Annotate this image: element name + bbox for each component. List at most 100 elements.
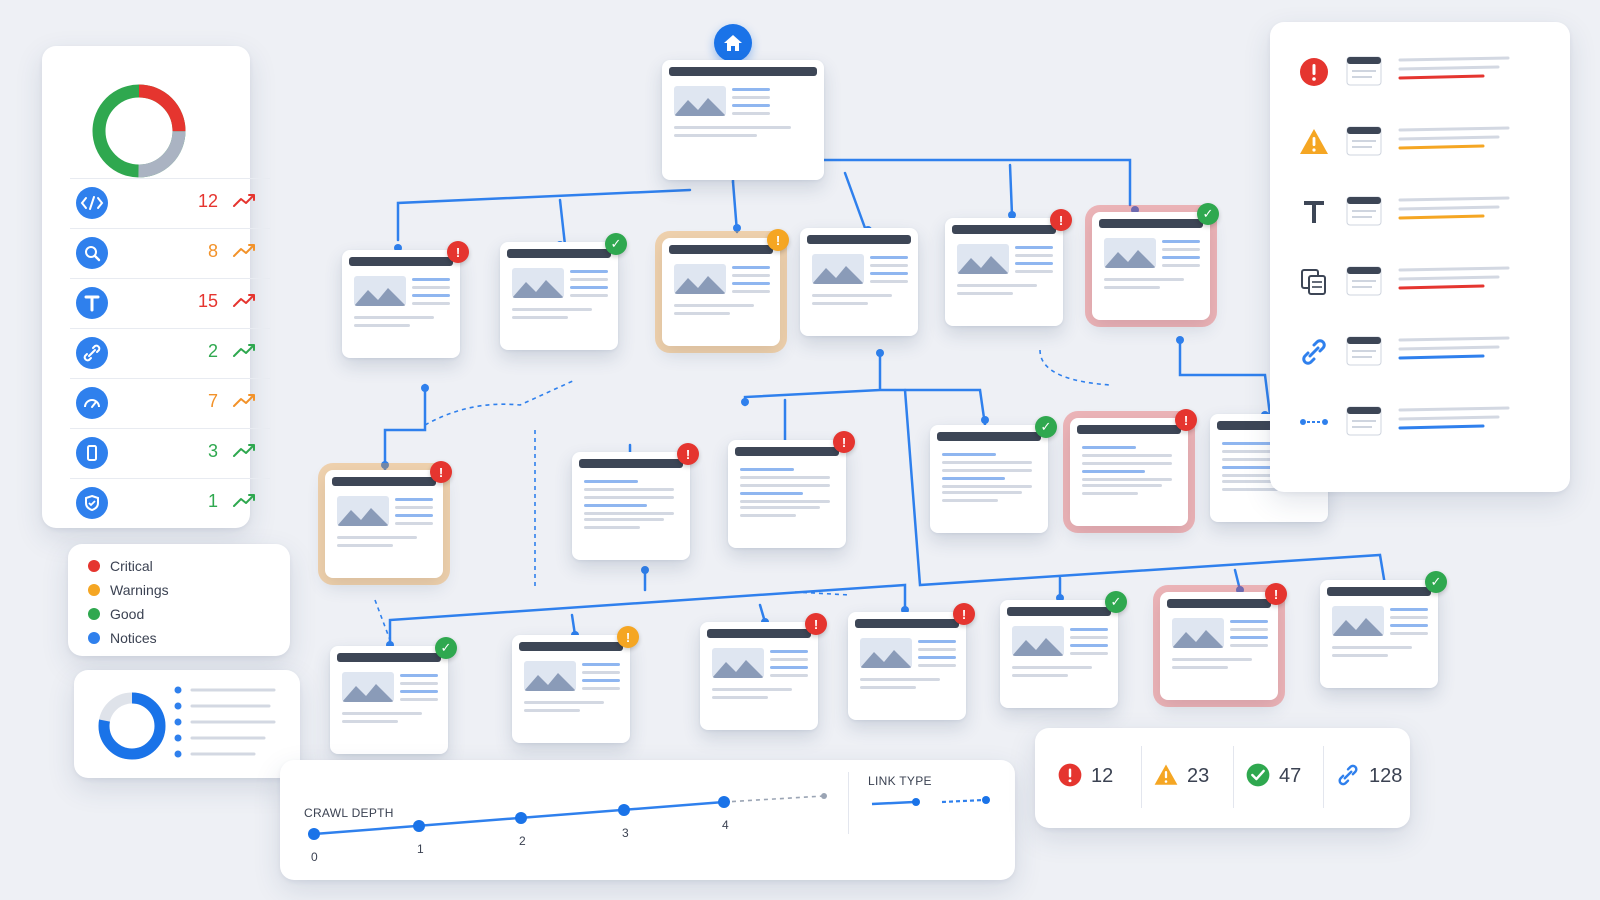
page-footer-lines: [512, 308, 606, 324]
page-browser-bar: [519, 642, 623, 651]
page-node[interactable]: [662, 60, 824, 180]
page-node[interactable]: [800, 228, 918, 336]
page-browser-bar: [507, 249, 611, 258]
summary-value: 128: [1369, 765, 1403, 787]
page-node[interactable]: ✓: [500, 233, 627, 350]
link-icon: [1338, 764, 1358, 786]
issue-row[interactable]: [1298, 260, 1558, 310]
check-icon: ✓: [605, 233, 627, 255]
page-node[interactable]: !: [325, 461, 452, 578]
page-node[interactable]: !: [945, 209, 1072, 326]
page-text-lines: [770, 650, 808, 682]
page-text-lines: [942, 453, 1032, 493]
issue-row[interactable]: [1298, 400, 1558, 450]
page-node[interactable]: !: [728, 431, 855, 548]
trend-up-icon: [233, 394, 255, 407]
page-thumbnail-icon: [1346, 336, 1382, 366]
page-text-lines: [732, 266, 770, 298]
depth-stop-4[interactable]: [718, 796, 730, 808]
page-browser-bar: [807, 235, 911, 244]
summary-item[interactable]: 12: [1057, 762, 1113, 788]
page-text-lines: [400, 674, 438, 706]
page-footer-lines: [342, 712, 436, 728]
link-type-solid: [871, 800, 915, 806]
summary-item[interactable]: 47: [1245, 762, 1301, 788]
page-node[interactable]: ✓: [930, 416, 1057, 533]
issue-row[interactable]: [1298, 330, 1558, 380]
page-browser-bar: [855, 619, 959, 628]
metric-row[interactable]: 8: [70, 228, 270, 273]
page-text-lines: [570, 270, 608, 302]
page-footer-lines: [584, 518, 678, 534]
home-node[interactable]: [714, 24, 752, 62]
page-node[interactable]: !: [848, 603, 975, 720]
error-icon: !: [430, 461, 452, 483]
page-node[interactable]: !: [1070, 409, 1197, 526]
depth-label-2: 2: [519, 834, 526, 848]
page-node[interactable]: ✓: [330, 637, 457, 754]
image-placeholder-icon: [1332, 606, 1384, 636]
metric-row[interactable]: 3: [70, 428, 270, 473]
error-icon: !: [805, 613, 827, 635]
page-node[interactable]: !: [512, 626, 639, 743]
metric-value: 3: [207, 441, 218, 461]
error-icon: !: [953, 603, 975, 625]
page-node[interactable]: ✓: [1092, 203, 1219, 320]
image-placeholder-icon: [674, 86, 726, 116]
metric-row[interactable]: 2: [70, 328, 270, 373]
depth-label-4: 4: [722, 818, 729, 832]
page-footer-lines: [524, 701, 618, 717]
metrics-panel: 12 8 15 2 7 3 1: [42, 46, 270, 528]
trend-up-icon: [233, 494, 255, 507]
issue-detail-lines: [1398, 126, 1510, 150]
page-text-lines: [1222, 442, 1312, 482]
link-type-title: LINK TYPE: [868, 774, 932, 788]
issue-row[interactable]: [1298, 50, 1558, 100]
metric-row[interactable]: 15: [70, 278, 270, 323]
page-browser-bar: [669, 245, 773, 254]
page-browser-bar: [349, 257, 453, 266]
depth-stop-0[interactable]: [308, 828, 320, 840]
shield-icon: [76, 487, 108, 519]
page-node[interactable]: !: [1160, 583, 1287, 700]
image-placeholder-icon: [524, 661, 576, 691]
page-footer-lines: [1222, 480, 1316, 496]
error-icon: !: [677, 443, 699, 465]
image-placeholder-icon: [712, 648, 764, 678]
page-node[interactable]: !: [342, 241, 469, 358]
page-node[interactable]: !: [662, 229, 789, 346]
issue-row[interactable]: [1298, 190, 1558, 240]
page-node[interactable]: !: [700, 613, 827, 730]
crawl-depth-slider[interactable]: [304, 790, 864, 850]
page-thumbnail-icon: [1346, 56, 1382, 86]
trend-up-icon: [233, 344, 255, 357]
page-text-lines: [1390, 608, 1428, 640]
page-node[interactable]: !: [572, 443, 699, 560]
summary-item[interactable]: 128: [1335, 762, 1402, 788]
depth-stop-3[interactable]: [618, 804, 630, 816]
page-node[interactable]: ✓: [1000, 591, 1127, 708]
issue-row[interactable]: [1298, 120, 1558, 170]
summary-divider: [1141, 746, 1142, 808]
check-icon: ✓: [1105, 591, 1127, 613]
page-text-lines: [1162, 240, 1200, 272]
metric-row[interactable]: 7: [70, 378, 270, 423]
summary-item[interactable]: 23: [1153, 762, 1209, 788]
image-placeholder-icon: [512, 268, 564, 298]
check-icon: ✓: [1035, 416, 1057, 438]
check-icon: ✓: [435, 637, 457, 659]
image-placeholder-icon: [1104, 238, 1156, 268]
page-node[interactable]: ✓: [1320, 571, 1447, 688]
depth-stop-2[interactable]: [515, 812, 527, 824]
donut-critical-segment: [92, 84, 186, 178]
metric-row[interactable]: 12: [70, 178, 270, 223]
depth-stop-1[interactable]: [413, 820, 425, 832]
issue-detail-lines: [1398, 266, 1510, 290]
page-thumbnail-icon: [1346, 126, 1382, 156]
page-browser-bar: [735, 447, 839, 456]
check-icon: ✓: [1197, 203, 1219, 225]
metric-row[interactable]: 1: [70, 478, 270, 523]
page-text-lines: [582, 663, 620, 695]
page-text-lines: [412, 278, 450, 310]
summary-value: 23: [1187, 765, 1210, 787]
